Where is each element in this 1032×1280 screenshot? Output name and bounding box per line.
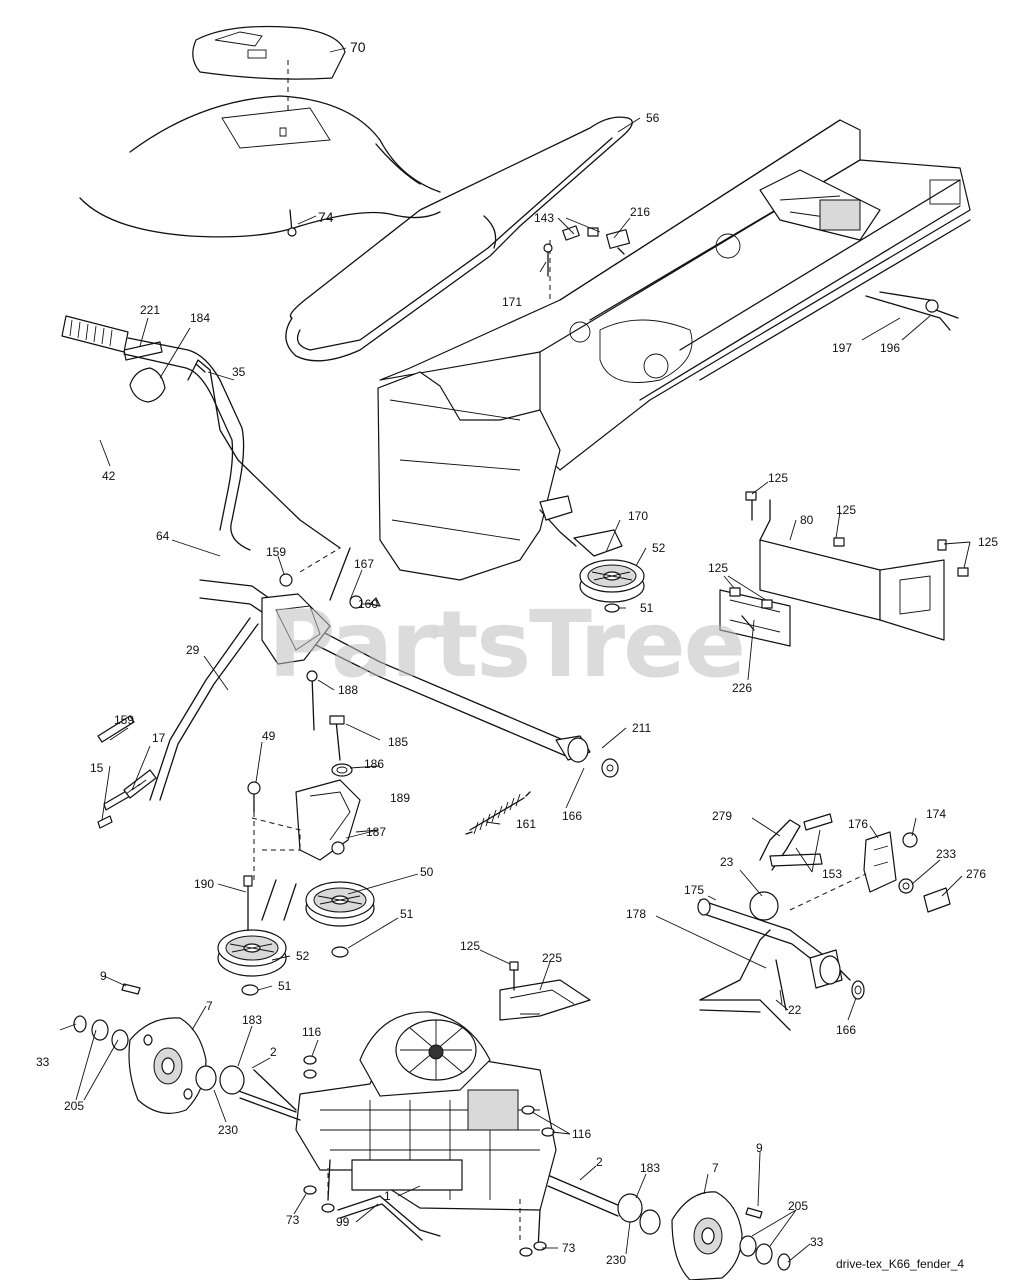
callout-153[interactable]: 153 xyxy=(822,867,842,881)
callout-189[interactable]: 189 xyxy=(390,791,410,805)
brake-assembly-part xyxy=(697,813,951,1031)
callout-51-lower[interactable]: 51 xyxy=(278,979,292,993)
watermark-text: PartsTree xyxy=(268,591,744,698)
callout-197[interactable]: 197 xyxy=(832,341,852,355)
callout-15[interactable]: 15 xyxy=(90,761,104,775)
callout-80[interactable]: 80 xyxy=(800,513,814,527)
callout-9-left[interactable]: 9 xyxy=(100,969,107,983)
callout-143[interactable]: 143 xyxy=(534,211,554,225)
callout-2-right[interactable]: 2 xyxy=(596,1155,603,1169)
callout-116-upper[interactable]: 116 xyxy=(302,1025,321,1039)
callout-175[interactable]: 175 xyxy=(684,883,704,897)
callout-174[interactable]: 174 xyxy=(926,807,946,821)
callout-276[interactable]: 276 xyxy=(966,867,986,881)
callout-33-left[interactable]: 33 xyxy=(36,1055,50,1069)
callout-187[interactable]: 187 xyxy=(366,825,386,839)
transaxle-part xyxy=(235,1011,621,1251)
callout-23[interactable]: 23 xyxy=(720,855,734,869)
transaxle-hardware xyxy=(303,1055,555,1257)
pulley-upper-part xyxy=(539,495,645,613)
shift-lever-part xyxy=(61,315,341,551)
callout-64[interactable]: 64 xyxy=(156,529,170,543)
callout-221[interactable]: 221 xyxy=(140,303,160,317)
frame-hardware xyxy=(543,225,631,277)
bracket-225-part xyxy=(499,961,591,1021)
idler-bracket-part xyxy=(247,779,361,880)
callout-178[interactable]: 178 xyxy=(626,907,646,921)
callout-190[interactable]: 190 xyxy=(194,877,214,891)
frame-part xyxy=(377,119,971,581)
callout-73-left[interactable]: 73 xyxy=(286,1213,300,1227)
callout-125-b[interactable]: 125 xyxy=(836,503,856,517)
leader-lines xyxy=(59,47,971,1263)
callout-56[interactable]: 56 xyxy=(646,111,660,125)
right-wheel-hub-part xyxy=(617,1191,791,1280)
callout-52-upper[interactable]: 52 xyxy=(652,541,666,555)
callout-7-left[interactable]: 7 xyxy=(206,999,213,1013)
callout-183-right[interactable]: 183 xyxy=(640,1161,660,1175)
callout-205-left[interactable]: 205 xyxy=(64,1099,84,1113)
callout-2-left[interactable]: 2 xyxy=(270,1045,277,1059)
callout-9-right[interactable]: 9 xyxy=(756,1141,763,1155)
callout-183-left[interactable]: 183 xyxy=(242,1013,262,1027)
drive-belt-part xyxy=(285,116,633,362)
callout-226[interactable]: 226 xyxy=(732,681,752,695)
callout-170[interactable]: 170 xyxy=(628,509,648,523)
callout-160[interactable]: 160 xyxy=(358,597,378,611)
left-wheel-hub-part xyxy=(73,983,297,1114)
spring-part xyxy=(465,791,531,835)
callout-17[interactable]: 17 xyxy=(152,731,166,745)
callout-70[interactable]: 70 xyxy=(350,39,366,55)
callout-73-right[interactable]: 73 xyxy=(562,1241,576,1255)
callout-188[interactable]: 188 xyxy=(338,683,358,697)
callout-279[interactable]: 279 xyxy=(712,809,732,823)
callout-185[interactable]: 185 xyxy=(388,735,408,749)
callout-225[interactable]: 225 xyxy=(542,951,562,965)
callout-52-lower[interactable]: 52 xyxy=(296,949,310,963)
callout-33-right[interactable]: 33 xyxy=(810,1235,824,1249)
callout-196[interactable]: 196 xyxy=(880,341,900,355)
callout-74[interactable]: 74 xyxy=(318,209,334,225)
pulley-lower-part xyxy=(217,875,375,996)
callout-125-c[interactable]: 125 xyxy=(978,535,998,549)
callout-50[interactable]: 50 xyxy=(420,865,434,879)
callout-216[interactable]: 216 xyxy=(630,205,650,219)
callout-230-right[interactable]: 230 xyxy=(606,1253,626,1267)
fender-part xyxy=(79,25,441,238)
callout-7-right[interactable]: 7 xyxy=(712,1161,719,1175)
callout-22[interactable]: 22 xyxy=(788,1003,802,1017)
callout-161[interactable]: 161 xyxy=(516,817,536,831)
callout-49[interactable]: 49 xyxy=(262,729,276,743)
callout-159-upper[interactable]: 159 xyxy=(266,545,286,559)
callout-186[interactable]: 186 xyxy=(364,757,384,771)
callout-167[interactable]: 167 xyxy=(354,557,374,571)
callout-29[interactable]: 29 xyxy=(186,643,200,657)
diagram-caption: drive-tex_K66_fender_4 xyxy=(836,1257,964,1271)
callout-51-upper[interactable]: 51 xyxy=(640,601,654,615)
callout-159-lower[interactable]: 159 xyxy=(114,713,134,727)
callout-176[interactable]: 176 xyxy=(848,817,868,831)
callout-230-left[interactable]: 230 xyxy=(218,1123,238,1137)
callout-211[interactable]: 211 xyxy=(632,721,651,735)
callout-233[interactable]: 233 xyxy=(936,847,956,861)
callout-125-a[interactable]: 125 xyxy=(768,471,788,485)
callout-205-right[interactable]: 205 xyxy=(788,1199,808,1213)
callout-125-e[interactable]: 125 xyxy=(460,939,480,953)
callout-166-upper[interactable]: 166 xyxy=(562,809,582,823)
callout-labels: 70 74 56 143 216 171 197 196 221 184 35 … xyxy=(36,39,998,1267)
callout-171[interactable]: 171 xyxy=(502,295,522,309)
callout-1[interactable]: 1 xyxy=(384,1189,391,1203)
callout-125-d[interactable]: 125 xyxy=(708,561,728,575)
callout-51-mid[interactable]: 51 xyxy=(400,907,414,921)
callout-166-lower[interactable]: 166 xyxy=(836,1023,856,1037)
bracket-part xyxy=(719,491,969,647)
callout-35[interactable]: 35 xyxy=(232,365,246,379)
callout-116-lower[interactable]: 116 xyxy=(572,1127,591,1141)
callout-184[interactable]: 184 xyxy=(190,311,210,325)
callout-42[interactable]: 42 xyxy=(102,469,116,483)
callout-99[interactable]: 99 xyxy=(336,1215,350,1229)
